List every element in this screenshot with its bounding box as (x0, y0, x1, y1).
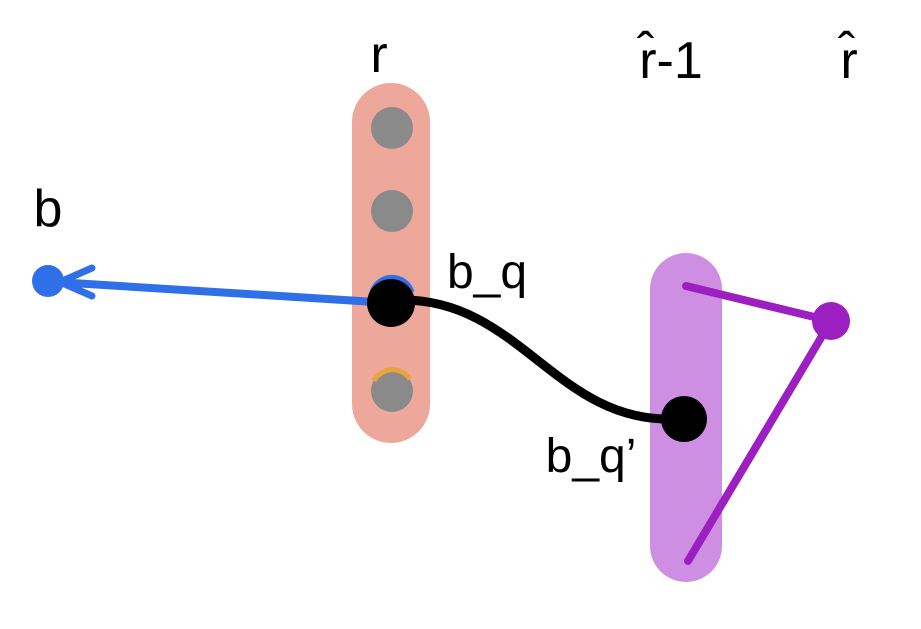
black-dot-bq (367, 279, 415, 327)
label-region-r: r (370, 26, 387, 84)
gray-dot (371, 107, 413, 149)
label-point-bq-prime: b_q’ (546, 430, 637, 483)
label-region-rhat: r̂ (837, 29, 857, 90)
purple-vertex-dot (812, 302, 850, 340)
gray-dot (371, 370, 413, 412)
label-point-b: b (34, 180, 63, 238)
label-region-rhat-minus-1: r̂-1 (636, 29, 702, 90)
pink-capsule-region-r (352, 83, 430, 443)
blue-dot-b (32, 265, 64, 297)
blue-edge-b (52, 278, 395, 307)
black-dot-bq-prime (661, 396, 707, 442)
label-point-bq: b_q (447, 246, 527, 299)
purple-edge-upper (682, 282, 835, 325)
orange-arc-behind-gray-dot (371, 367, 413, 383)
gray-dot (371, 190, 413, 232)
black-mapping-curve (395, 295, 681, 424)
purple-edge-lower (684, 317, 835, 565)
